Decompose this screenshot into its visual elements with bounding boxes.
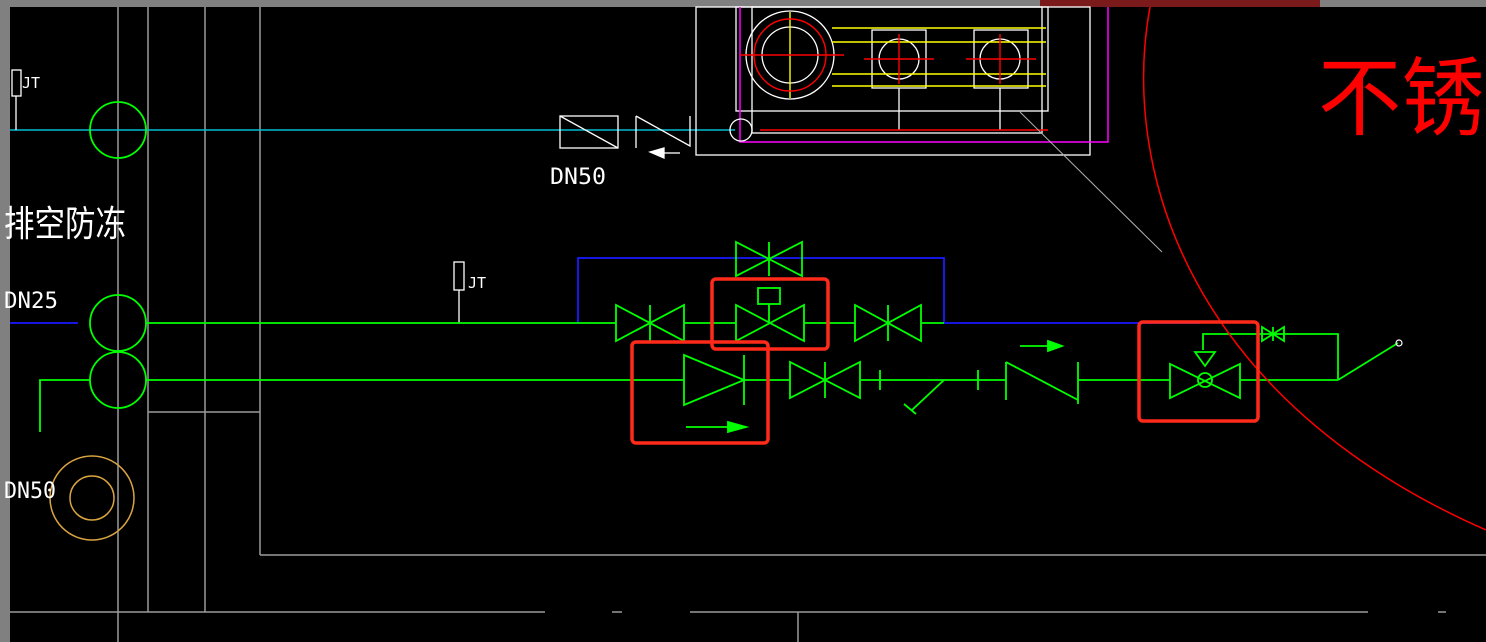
pump-unit	[559, 6, 1091, 159]
dn50-left-label: DN50	[4, 479, 56, 504]
jt-marker-mid	[453, 261, 465, 323]
green-pipes	[39, 322, 1399, 432]
title-bar-accent	[1040, 0, 1320, 7]
gate-valve-1	[615, 303, 685, 343]
gate-valve-3	[854, 303, 922, 343]
dn50-top-label: DN50	[550, 165, 606, 190]
swing-check-valve	[1005, 339, 1079, 404]
check-valve	[683, 353, 750, 434]
dn25-label: DN25	[4, 289, 58, 314]
blue-bypass-pipe	[10, 257, 1200, 324]
dn50-riser	[49, 455, 135, 541]
window-left-border	[0, 0, 10, 642]
jt-label-mid: JT	[468, 274, 486, 292]
pump-red-centerlines	[740, 18, 1048, 131]
frame-lines	[10, 7, 1486, 642]
leader-line	[1019, 111, 1163, 253]
highlight-solenoid-valve	[710, 277, 830, 351]
highlight-float-valve	[1137, 320, 1260, 423]
gate-valves	[615, 240, 922, 400]
tank-outline	[1142, 6, 1486, 531]
riser-circle-top	[89, 101, 147, 159]
jt-label-top: JT	[22, 74, 40, 92]
gate-valve-2	[735, 303, 805, 343]
pump-yellow-lines	[789, 12, 1046, 98]
gate-valve-bypass	[735, 240, 803, 278]
jt-marker-top	[11, 69, 22, 130]
drain-antifreeze-label: 排空防冻	[4, 204, 126, 245]
pipe-end-cap	[729, 118, 753, 142]
float-valve	[1169, 325, 1285, 400]
solenoid-actuator	[757, 287, 781, 323]
window-top-border	[0, 0, 1486, 7]
pump-magenta-frame	[739, 7, 1109, 143]
strainer	[879, 370, 979, 415]
stainless-label: 不锈钢	[1318, 49, 1486, 149]
float-ball-icon	[1395, 339, 1403, 347]
gate-valve-lower	[789, 360, 861, 400]
highlight-check-valve	[630, 340, 770, 445]
